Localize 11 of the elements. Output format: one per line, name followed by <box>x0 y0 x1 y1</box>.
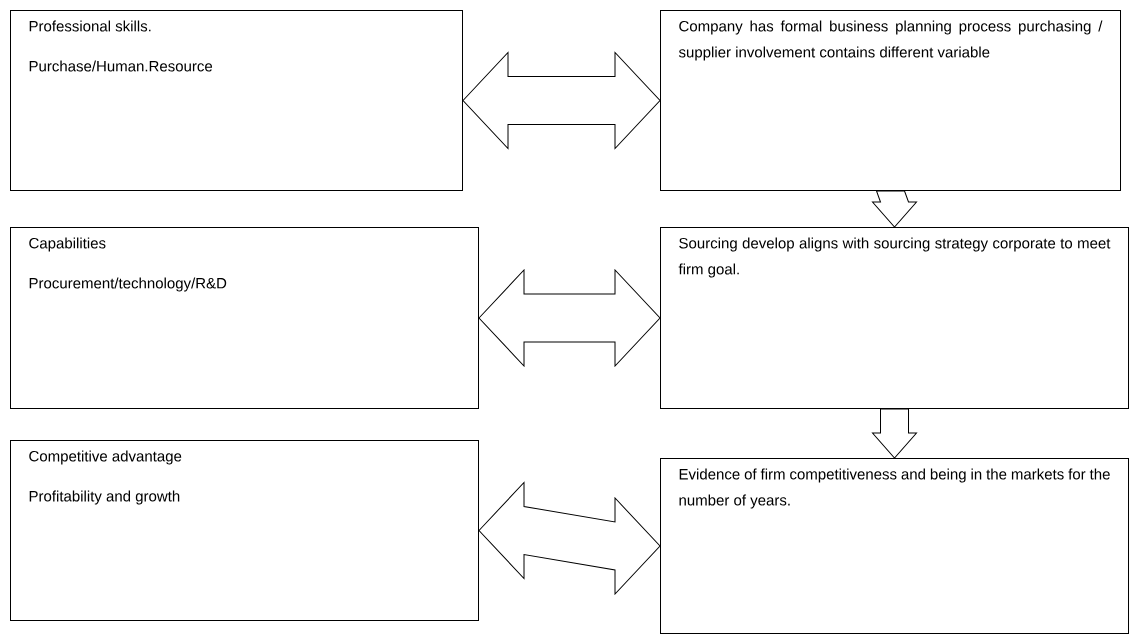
text-box: Evidence of firm competitiveness and being in the markets for the number of years. <box>660 458 1129 634</box>
block-arrow <box>872 190 917 228</box>
text-box: Company has formal business planning process purchasing / supplier involvement contains different variable <box>660 10 1121 191</box>
text-box: Competitive advantage Profitability and growth <box>10 440 479 621</box>
text-box: Professional skills. Purchase/Human.Resource <box>10 10 463 191</box>
block-arrow <box>478 269 661 367</box>
block-arrow <box>478 482 661 595</box>
text-box: Capabilities Procurement/technology/R&D <box>10 227 479 409</box>
block-arrow <box>462 52 661 149</box>
text-box: Sourcing develop aligns with sourcing strategy corporate to meet firm goal. <box>660 227 1129 409</box>
block-arrow <box>872 408 917 459</box>
